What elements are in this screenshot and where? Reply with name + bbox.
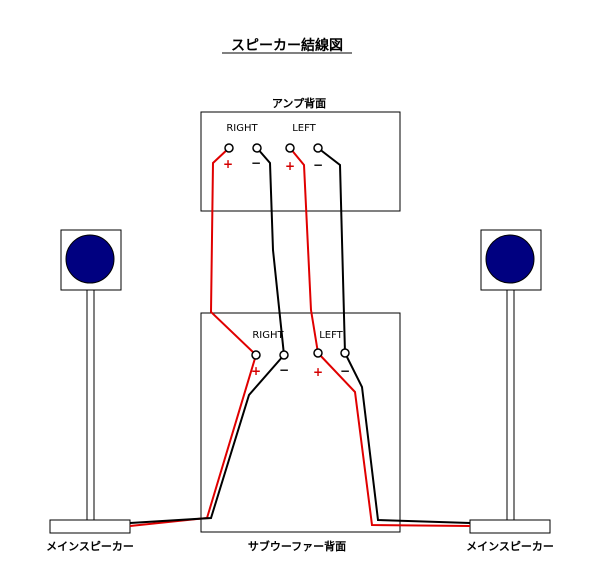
amp-left-label: LEFT [292,123,316,134]
wire-amp-right-positive [209,147,257,356]
sub-right-minus-mark: − [279,363,289,377]
sub-left-label: LEFT [319,330,343,341]
wire-sub-right-positive [129,354,257,527]
diagram-title: スピーカー結線図 [231,37,343,54]
sub-left-plus-mark: + [313,365,323,379]
left-speaker-base [49,519,131,534]
right-main-speaker [469,229,551,534]
sub-right-positive-terminal [251,350,261,360]
right-speaker-label: メインスピーカー [466,540,554,553]
sub-right-label: RIGHT [252,330,284,341]
wire-amp-left-positive [289,147,319,354]
amp-right-positive-terminal [224,143,234,153]
wire-amp-left-negative [317,147,346,354]
sub-left-positive-terminal [313,348,323,358]
wire-sub-left-negative [344,352,471,524]
amp-panel [200,111,401,212]
amp-left-positive-terminal [285,143,295,153]
amp-right-plus-mark: + [223,157,233,171]
amp-right-label: RIGHT [226,123,258,134]
wire-sub-right-negative [129,354,285,524]
left-speaker-label: メインスピーカー [46,540,134,553]
amp-left-plus-mark: + [285,159,295,173]
left-speaker-cone [65,234,115,284]
amp-right-minus-mark: − [251,156,261,170]
wire-amp-right-negative [256,147,285,356]
left-main-speaker [49,229,131,534]
right-speaker-base [469,519,551,534]
subwoofer-panel-label: サブウーファー背面 [248,539,346,553]
wire-sub-left-positive [317,352,471,527]
right-speaker-cone [485,234,535,284]
amp-panel-label: アンプ背面 [272,96,326,110]
amp-left-minus-mark: − [313,158,323,172]
sub-left-minus-mark: − [340,364,350,378]
sub-right-plus-mark: + [251,364,261,378]
amp-right-negative-terminal [252,143,262,153]
subwoofer-panel [200,312,401,533]
sub-right-negative-terminal [279,350,289,360]
amp-left-negative-terminal [313,143,323,153]
sub-left-negative-terminal [340,348,350,358]
